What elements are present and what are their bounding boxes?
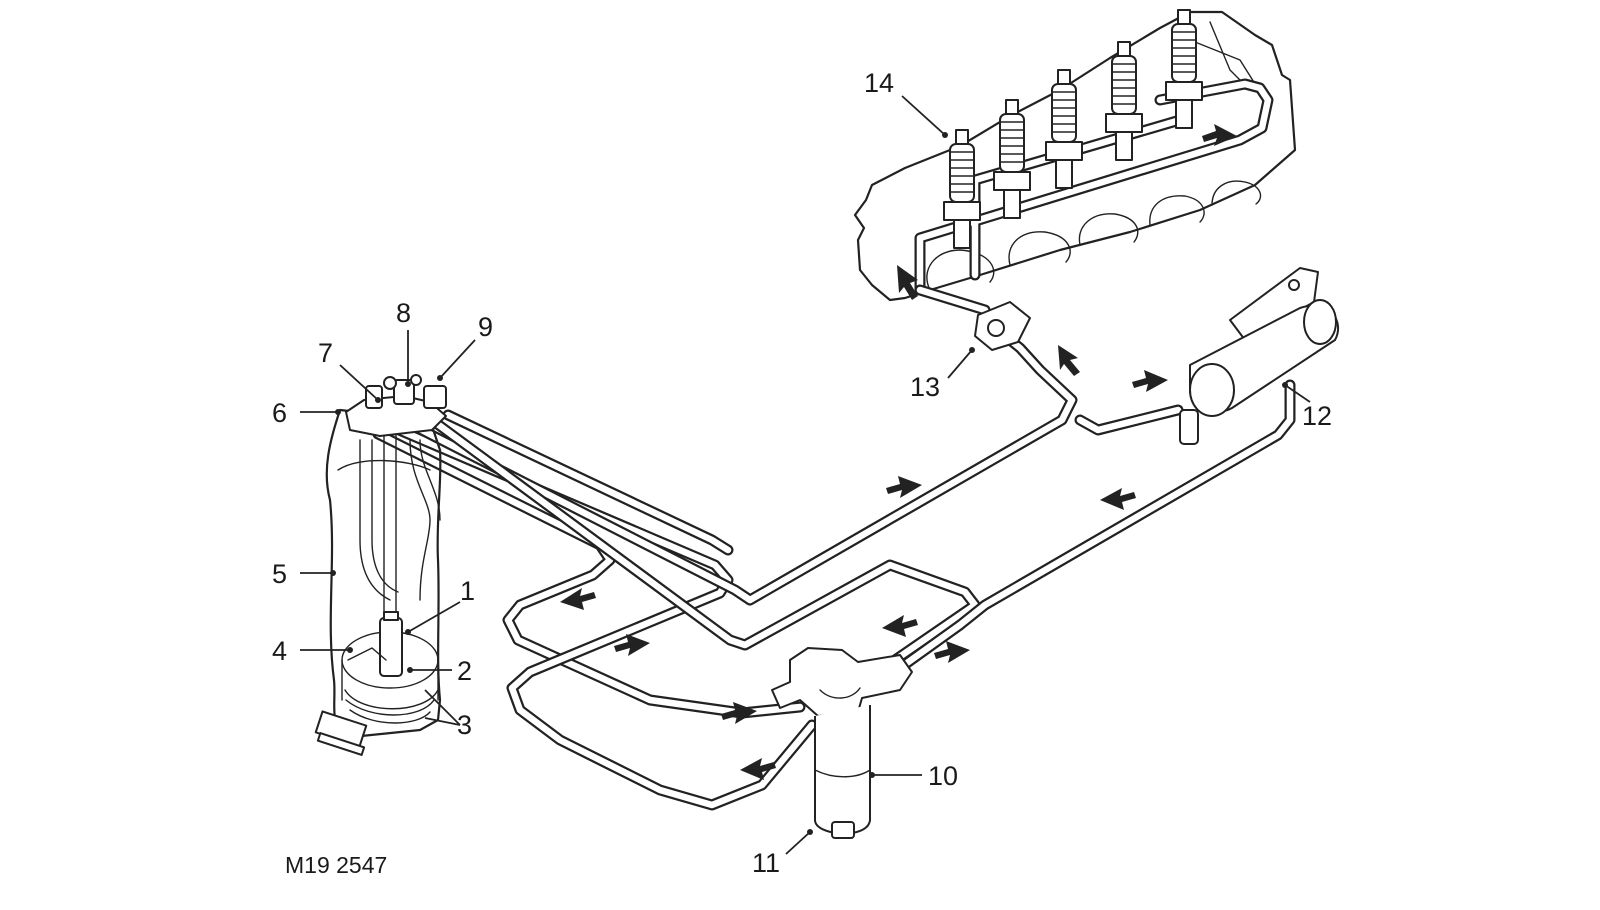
arrow-feed-right-2 [886,476,922,498]
callout-6: 6 [272,398,287,428]
arrow-to-head [1058,345,1080,376]
flow-arrows [560,124,1237,780]
callout-leaders [300,95,1311,855]
callout-10: 10 [928,761,958,791]
injector-2 [993,99,1031,219]
callout-12: 12 [1302,401,1332,431]
arrow-return-left-2 [1100,488,1136,510]
arrow-from-filter [740,758,776,780]
fuel-pipes [372,334,1296,811]
callout-14: 14 [864,68,894,98]
arrow-filter-in [882,615,918,637]
arrow-rail [1202,124,1237,146]
injector-group [943,9,1203,249]
injector-1 [943,129,981,249]
callout-9: 9 [478,312,493,342]
callout-4: 4 [272,636,287,666]
injector-3 [1045,69,1083,189]
pressure-regulator [974,301,1031,351]
callout-8: 8 [396,298,411,328]
callout-2: 2 [457,656,472,686]
callout-7: 7 [318,338,333,368]
arrow-head-left [897,265,918,300]
figure-reference: M19 2547 [285,852,387,878]
tank-sender-unit [314,374,447,756]
arrow-feed-right-1 [614,634,650,656]
callout-3: 3 [457,710,472,740]
cylinder-head [853,10,1297,331]
arrow-return-in [934,641,970,663]
arrow-return-left [560,588,596,610]
arrow-cooler-in [1132,370,1168,392]
injector-5 [1165,9,1203,129]
fuel-filter [771,647,913,839]
arrow-to-filter [721,702,757,724]
callout-13: 13 [910,372,940,402]
callout-11: 11 [752,848,780,878]
injector-4 [1105,41,1143,161]
callout-5: 5 [272,559,287,589]
fuel-cooler [1179,267,1340,445]
callout-1: 1 [460,576,475,606]
